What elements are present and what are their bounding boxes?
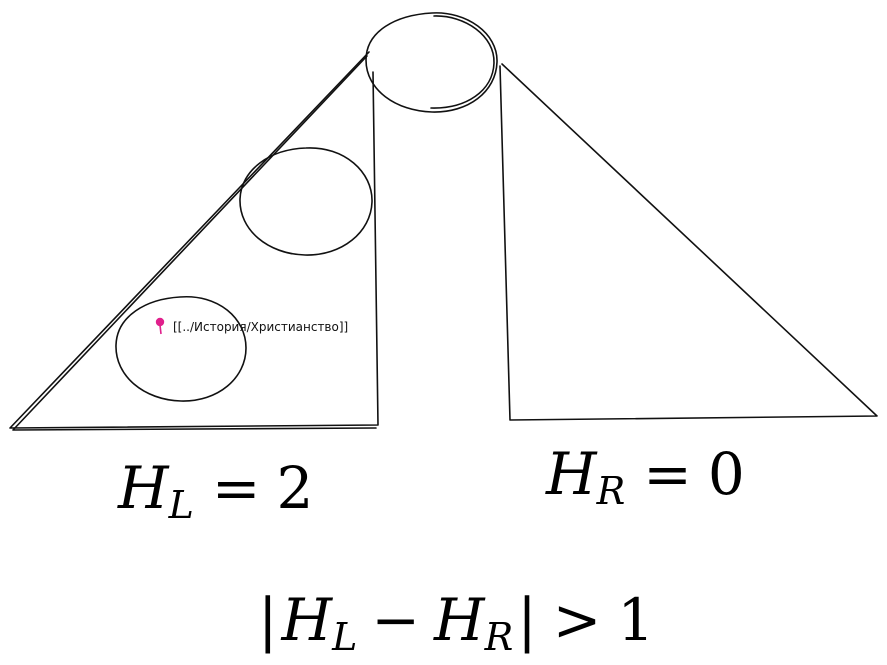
left-height-subscript: L	[168, 483, 194, 527]
abs-close-bar: |	[517, 586, 537, 654]
balance-condition: |HL−HR|>1	[258, 586, 654, 659]
left-grandchild-node	[115, 296, 247, 402]
condition-minus: −	[371, 586, 420, 654]
left-height-label: HL =2	[117, 454, 313, 527]
wiki-link-label[interactable]: [[../История/Христианство]]	[173, 320, 348, 334]
right-height-letter: H	[545, 440, 598, 508]
right-height-relation: =	[643, 440, 692, 508]
left-height-letter: H	[117, 454, 170, 522]
left-subtree-triangle	[9, 51, 379, 431]
left-height-relation: =	[212, 454, 261, 522]
condition-threshold: 1	[617, 586, 654, 654]
condition-comparison: >	[553, 586, 602, 654]
left-height-value: 2	[276, 454, 313, 522]
right-subtree-triangle	[499, 63, 878, 421]
abs-open-bar: |	[258, 586, 278, 654]
root-node	[365, 12, 498, 113]
right-height-value: 0	[708, 440, 745, 508]
condition-right-subscript: R	[484, 615, 514, 659]
map-pin-icon	[155, 317, 165, 335]
condition-right-letter: H	[433, 586, 486, 654]
right-height-subscript: R	[596, 469, 626, 513]
right-height-label: HR =0	[545, 440, 745, 513]
condition-left-letter: H	[281, 586, 334, 654]
left-child-node	[239, 147, 373, 256]
condition-left-subscript: L	[331, 615, 357, 659]
